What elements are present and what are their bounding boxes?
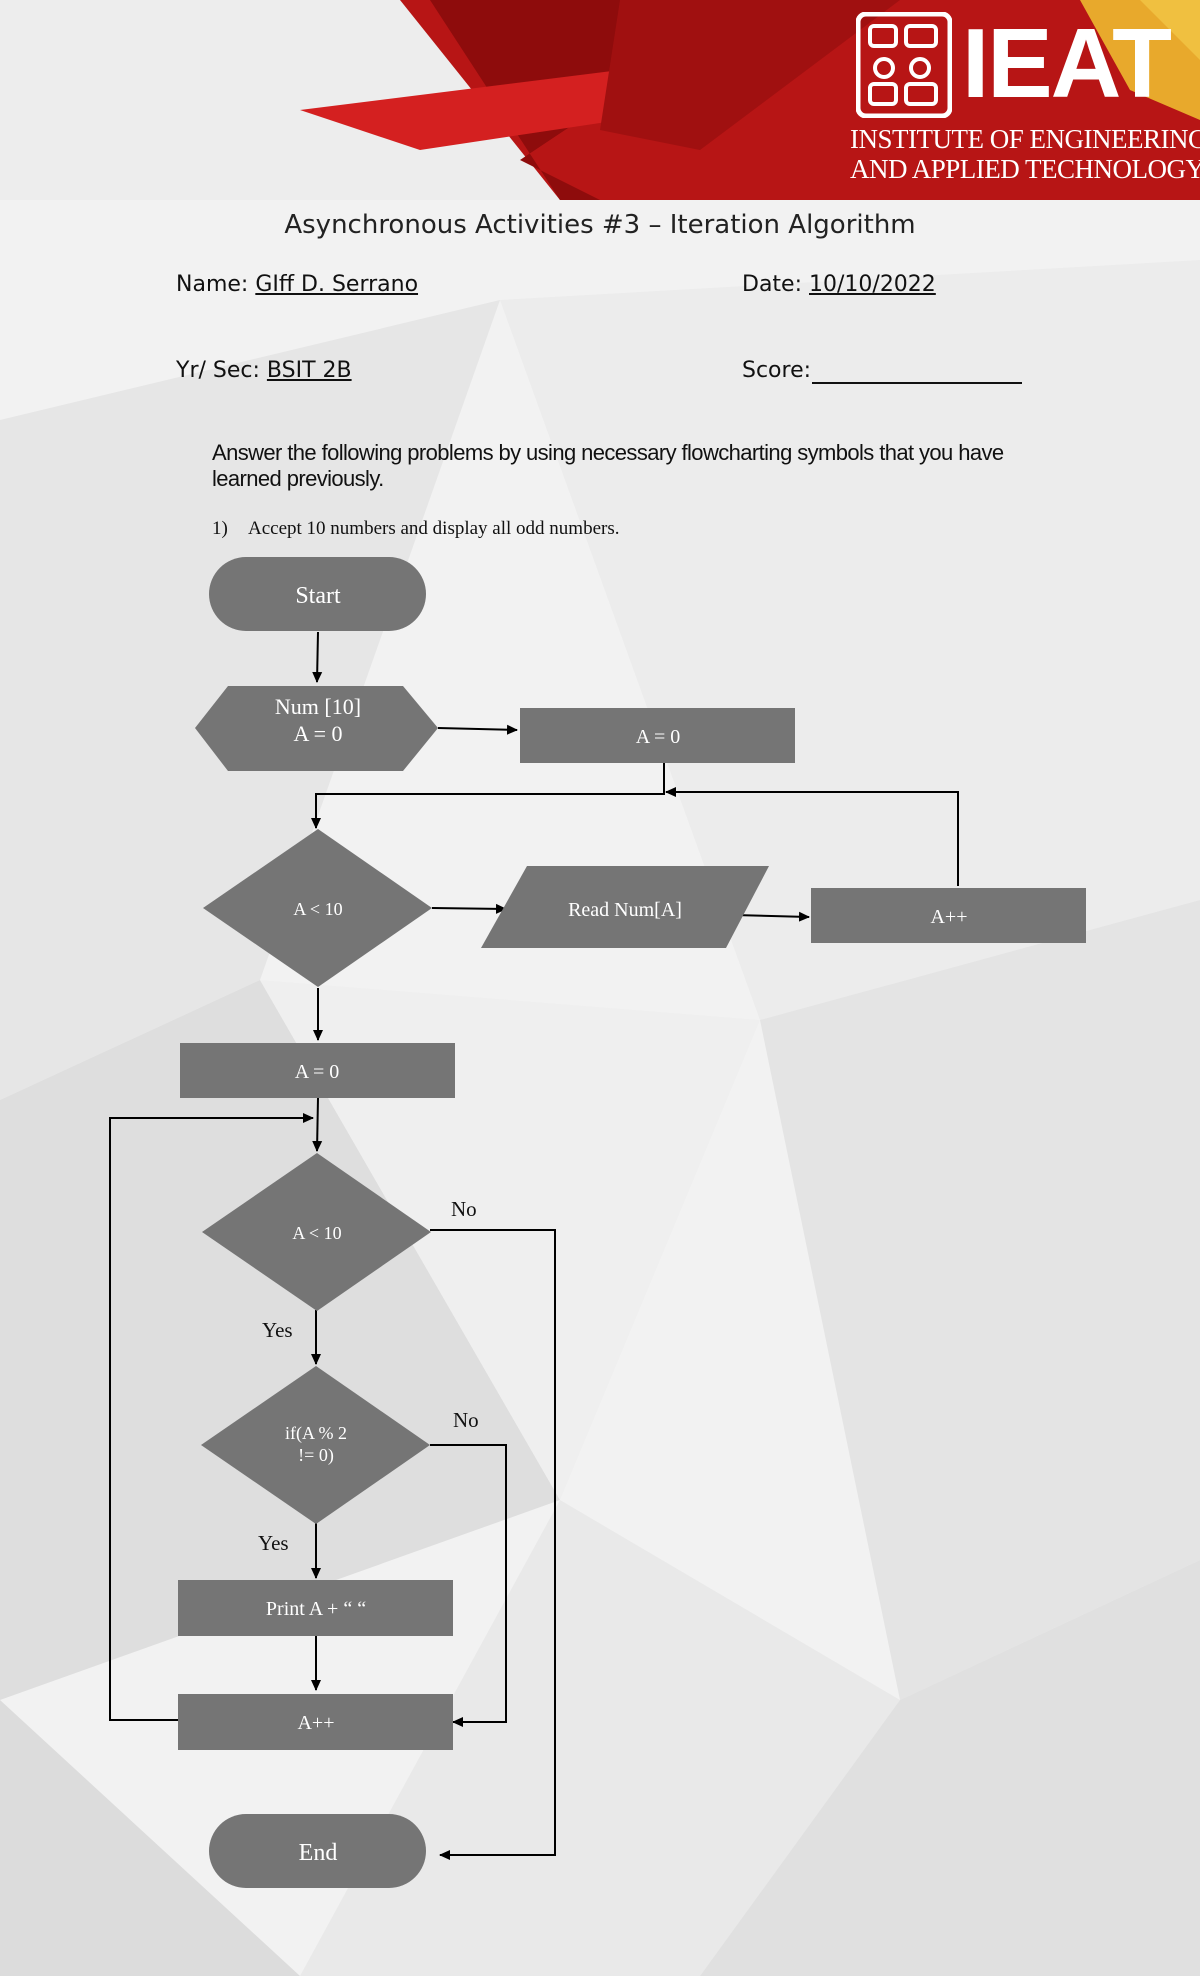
cond3-label-line2: != 0) bbox=[298, 1445, 334, 1466]
yrsec-label: Yr/ Sec: bbox=[176, 358, 260, 383]
cond3-decision bbox=[201, 1366, 430, 1524]
cond1-label: A < 10 bbox=[293, 899, 342, 919]
arrow-inc1-loop bbox=[665, 787, 959, 886]
inc1-process bbox=[811, 888, 1086, 943]
branch-labels: No Yes No Yes bbox=[258, 1197, 479, 1555]
date-field: Date: 10/10/2022 bbox=[742, 272, 936, 297]
logo-title: IEAT bbox=[962, 8, 1172, 118]
date-value: 10/10/2022 bbox=[809, 272, 936, 297]
problem-statement: 1) Accept 10 numbers and display all odd … bbox=[212, 518, 619, 540]
page-title: Asynchronous Activities #3 – Iteration A… bbox=[284, 210, 916, 240]
name-field: Name: GIff D. Serrano bbox=[176, 272, 418, 297]
cond2-label: A < 10 bbox=[292, 1223, 341, 1243]
prep-hexagon bbox=[195, 686, 438, 771]
score-label: Score: bbox=[742, 358, 812, 383]
ieat-logo-icon bbox=[856, 12, 952, 118]
label-no-cond3: No bbox=[453, 1408, 479, 1432]
header-banner bbox=[0, 0, 1200, 200]
label-yes-cond2: Yes bbox=[262, 1318, 293, 1342]
arrow-read-to-inc1 bbox=[733, 911, 810, 922]
arrow-init2-to-cond2 bbox=[312, 1097, 323, 1152]
arrow-cond2-no-to-end bbox=[430, 1229, 556, 1860]
start-terminal bbox=[209, 557, 426, 631]
name-value: GIff D. Serrano bbox=[255, 272, 419, 297]
cond2-decision bbox=[202, 1153, 431, 1311]
end-terminal bbox=[209, 1814, 426, 1888]
inc1-label: A++ bbox=[930, 906, 967, 928]
print-label: Print A + “ “ bbox=[266, 1598, 366, 1620]
logo-subtitle-line2: AND APPLIED TECHNOLOGY bbox=[850, 154, 1200, 184]
cond3-label-line1: if(A % 2 bbox=[285, 1423, 347, 1444]
score-field: Score: bbox=[742, 358, 811, 383]
arrow-prep-to-init1 bbox=[437, 724, 518, 735]
inc2-process bbox=[178, 1694, 453, 1750]
init2-process bbox=[180, 1043, 455, 1098]
label-no-cond2: No bbox=[451, 1197, 477, 1221]
arrow-init1-to-cond1 bbox=[311, 762, 665, 829]
init1-process bbox=[520, 708, 795, 763]
arrow-start-to-prep bbox=[312, 631, 323, 683]
score-blank-line bbox=[812, 382, 1022, 384]
arrow-inc2-loop bbox=[109, 1113, 314, 1721]
logo-subtitle-line1: INSTITUTE OF ENGINEERING bbox=[850, 124, 1200, 154]
print-process bbox=[178, 1580, 453, 1636]
arrow-cond1-to-read bbox=[431, 903, 507, 914]
arrow-cond3-no-to-inc2 bbox=[430, 1444, 507, 1727]
cond1-decision bbox=[203, 829, 432, 987]
prep-label-line1: Num [10] bbox=[275, 694, 361, 719]
date-label: Date: bbox=[742, 272, 802, 297]
end-label: End bbox=[299, 1840, 338, 1866]
label-yes-cond3: Yes bbox=[258, 1531, 289, 1555]
yrsec-field: Yr/ Sec: BSIT 2B bbox=[176, 358, 352, 383]
problem-number: 1) bbox=[212, 518, 228, 539]
read-label: Read Num[A] bbox=[568, 899, 682, 921]
start-label: Start bbox=[295, 583, 341, 609]
flowchart-labels: Start Num [10] A = 0 A = 0 A < 10 Read N… bbox=[266, 583, 968, 1866]
init1-label: A = 0 bbox=[636, 726, 681, 748]
init2-label: A = 0 bbox=[295, 1061, 340, 1083]
flowchart-shapes bbox=[178, 557, 1086, 1888]
instructions-text: Answer the following problems by using n… bbox=[212, 440, 1004, 491]
flowchart-connectors bbox=[109, 631, 959, 1860]
read-io bbox=[481, 866, 769, 948]
yrsec-value: BSIT 2B bbox=[266, 358, 352, 383]
name-label: Name: bbox=[176, 272, 249, 297]
inc2-label: A++ bbox=[297, 1712, 334, 1734]
prep-label-line2: A = 0 bbox=[293, 721, 342, 746]
problem-text: Accept 10 numbers and display all odd nu… bbox=[248, 518, 620, 539]
